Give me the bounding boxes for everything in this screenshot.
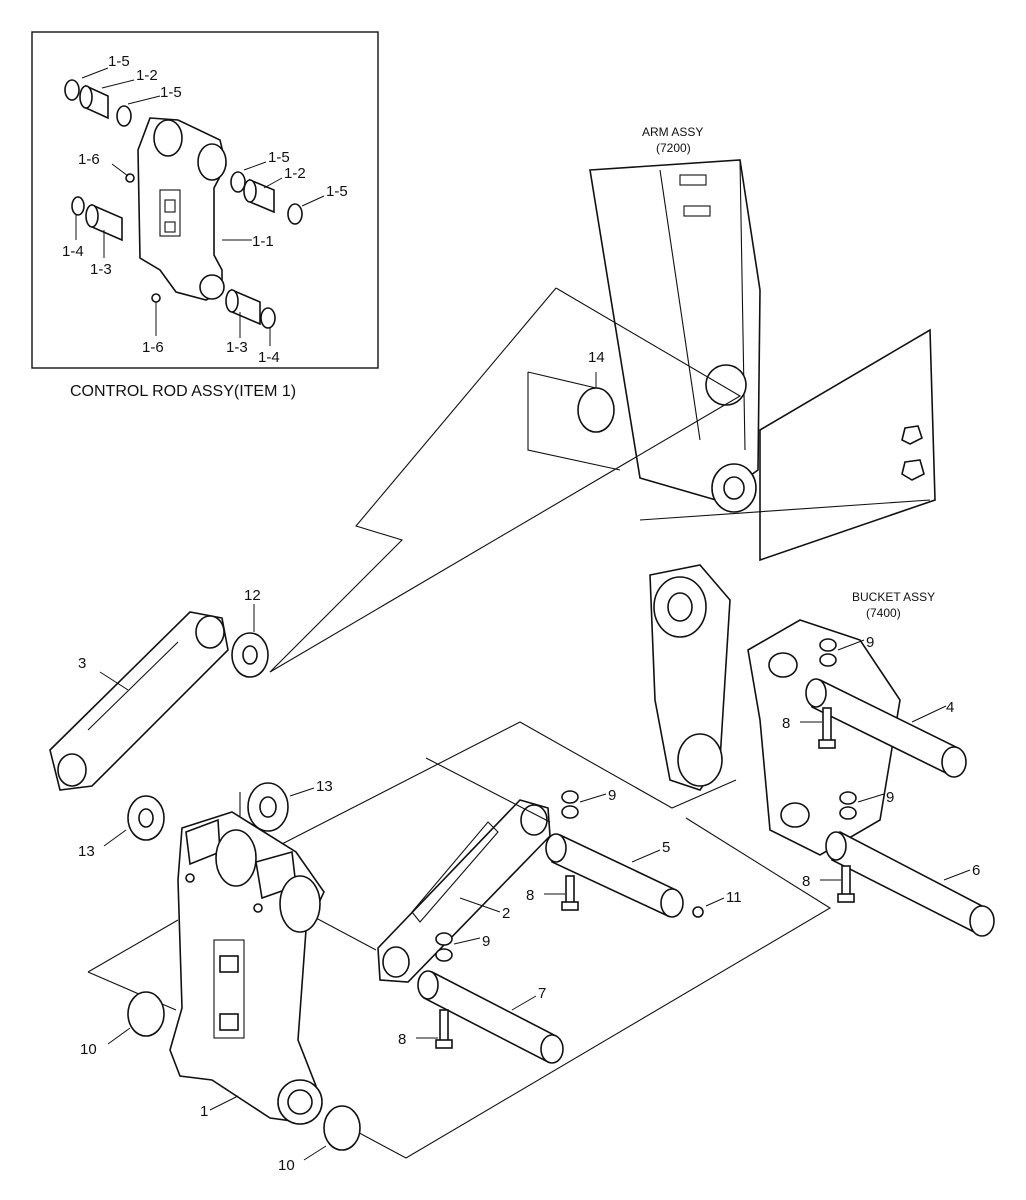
part-9-nuts-mid (561, 790, 607, 819)
part-2-link (377, 799, 551, 983)
callout-8-a: 8 (782, 715, 790, 732)
part-6-pin (825, 830, 995, 937)
callout-13-b: 13 (316, 778, 333, 795)
inset-label-1-1: 1-1 (252, 233, 274, 250)
part-12-washer (231, 604, 269, 678)
bucket-assy-code: (7400) (866, 606, 901, 620)
part-8-bolt-b (544, 875, 579, 911)
inset-label-1-4-a: 1-4 (62, 243, 84, 260)
part-10-shim-b (303, 1105, 361, 1161)
callout-11: 11 (726, 889, 742, 906)
callout-8-d: 8 (398, 1031, 406, 1048)
callout-14: 14 (588, 349, 605, 366)
bucket-assy-name: BUCKET ASSY (852, 590, 935, 604)
callout-9-right: 9 (886, 789, 894, 806)
callout-8-b: 8 (526, 887, 534, 904)
part-8-bolt-d (416, 1009, 453, 1049)
callout-8-c: 8 (802, 873, 810, 890)
part-8-bolt-a (800, 707, 836, 749)
part-13-washer-b (247, 782, 315, 832)
part-1-control-rod (169, 811, 325, 1125)
part-13-washer-a (103, 795, 165, 847)
callout-10-a: 10 (80, 1041, 97, 1058)
part-8-bolt-c (820, 865, 855, 903)
part-7-pin (417, 970, 564, 1064)
inset-control-rod-assy: 1-5 1-2 1-5 1-6 1-5 1-2 1-5 1-4 1-3 1-1 … (31, 31, 379, 369)
inset-label-1-5-d: 1-5 (326, 183, 348, 200)
callout-13-a: 13 (78, 843, 95, 860)
inset-label-1-6-a: 1-6 (78, 151, 100, 168)
part-3-link (49, 611, 229, 791)
callout-1: 1 (200, 1103, 208, 1120)
part-9-nuts-low (435, 932, 481, 962)
part-4-pin (805, 678, 967, 778)
callout-10-b: 10 (278, 1157, 295, 1174)
part-9-nuts-top (819, 638, 865, 667)
callout-9-mid: 9 (608, 787, 616, 804)
inset-label-1-6-b: 1-6 (142, 339, 164, 356)
callout-5: 5 (662, 839, 670, 856)
arm-assy-code: (7200) (656, 141, 691, 155)
inset-label-1-2-a: 1-2 (136, 67, 158, 84)
inset-label-1-5-c: 1-5 (268, 149, 290, 166)
inset-label-1-5-b: 1-5 (160, 84, 182, 101)
callout-6: 6 (972, 862, 980, 879)
inset-label-1-4-b: 1-4 (258, 349, 280, 366)
part-14-shim (527, 371, 621, 471)
callout-3: 3 (78, 655, 86, 672)
callout-2: 2 (502, 905, 510, 922)
part-10-shim-a (87, 919, 179, 1045)
inset-label-1-2-b: 1-2 (284, 165, 306, 182)
callout-12: 12 (244, 587, 261, 604)
arm-assy-drawing (589, 159, 936, 562)
inset-label-1-3-a: 1-3 (90, 261, 112, 278)
part-9-nuts-right (839, 791, 885, 820)
part-5-pin (545, 833, 684, 918)
inset-label-1-5-a: 1-5 (108, 53, 130, 70)
arm-assy-name: ARM ASSY (642, 125, 703, 139)
callout-9-top: 9 (866, 634, 874, 651)
inset-caption: CONTROL ROD ASSY(ITEM 1) (70, 383, 296, 400)
part-11-screw (692, 897, 725, 918)
inset-label-1-3-b: 1-3 (226, 339, 248, 356)
callout-7: 7 (538, 985, 546, 1002)
callout-4: 4 (946, 699, 954, 716)
callout-9-low: 9 (482, 933, 490, 950)
